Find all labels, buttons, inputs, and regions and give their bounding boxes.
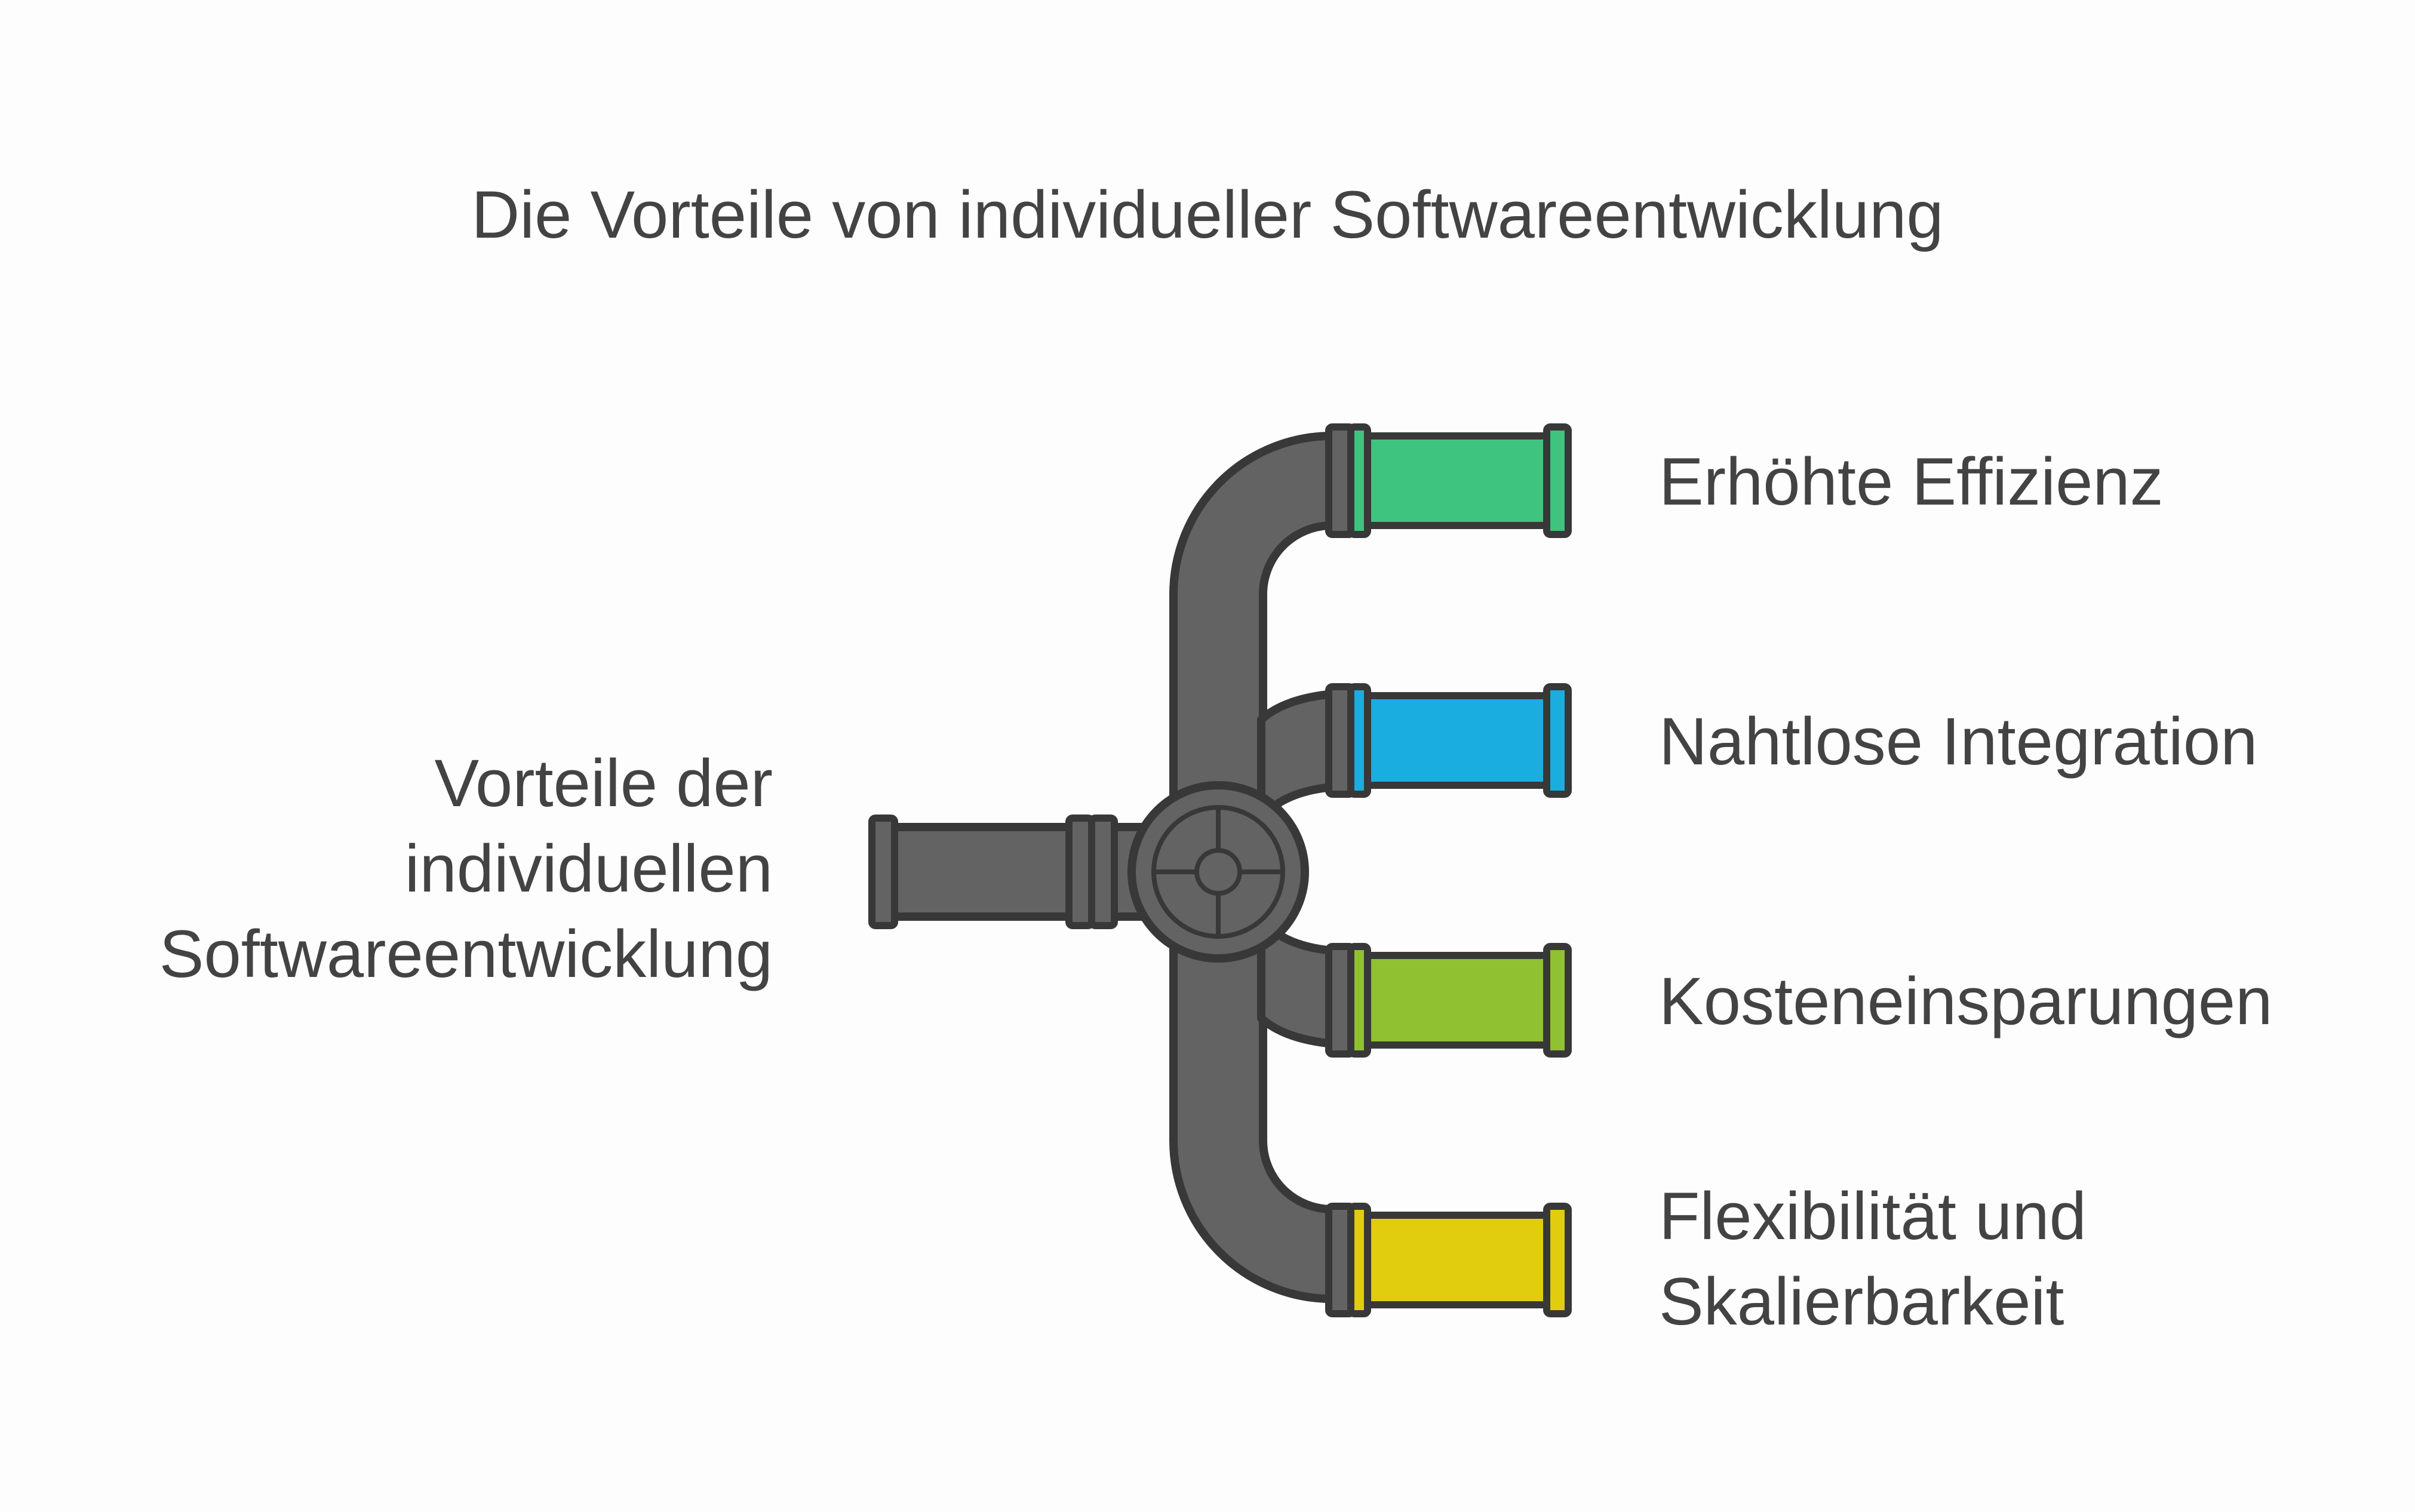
branch-label-line: Flexibilität und	[1659, 1173, 2087, 1259]
branch-label-line: Erhöhte Effizienz	[1659, 439, 2164, 524]
input-flange-mid-b	[1092, 818, 1114, 926]
branch-pipe-integration	[1356, 696, 1559, 785]
branch-label-line: Kosteneinsparungen	[1659, 958, 2272, 1044]
branch-flange-inner-flexibility	[1351, 1206, 1368, 1314]
source-label-line: individuellen	[0, 826, 773, 911]
branch-flange-inner-savings	[1351, 946, 1368, 1054]
branch-label-integration: Nahtlose Integration	[1659, 699, 2257, 784]
branch-label-flexibility: Flexibilität und Skalierbarkeit	[1659, 1173, 2087, 1344]
source-label-line: Softwareentwicklung	[0, 911, 773, 997]
branch-label-savings: Kosteneinsparungen	[1659, 958, 2272, 1044]
branch-label-line: Skalierbarkeit	[1659, 1259, 2087, 1344]
branch-label-efficiency: Erhöhte Effizienz	[1659, 439, 2164, 524]
branch-flange-inner-efficiency	[1351, 427, 1368, 534]
branch-pipe-flexibility	[1356, 1215, 1559, 1305]
branch-flange-end-flexibility	[1547, 1206, 1568, 1314]
branch-pipe-savings	[1356, 955, 1559, 1045]
source-label: Vorteile der individuellen Softwareentwi…	[0, 740, 773, 997]
source-label-line: Vorteile der	[0, 740, 773, 826]
input-flange-left	[872, 818, 895, 926]
branch-pipe-efficiency	[1356, 436, 1559, 525]
valve-wheel-icon	[1132, 785, 1305, 958]
branch-flange-inner-integration	[1351, 687, 1368, 794]
branch-flange-end-integration	[1547, 687, 1568, 794]
branch-label-line: Nahtlose Integration	[1659, 699, 2257, 784]
branch-flange-end-savings	[1547, 946, 1568, 1054]
branch-flange-end-efficiency	[1547, 427, 1568, 534]
